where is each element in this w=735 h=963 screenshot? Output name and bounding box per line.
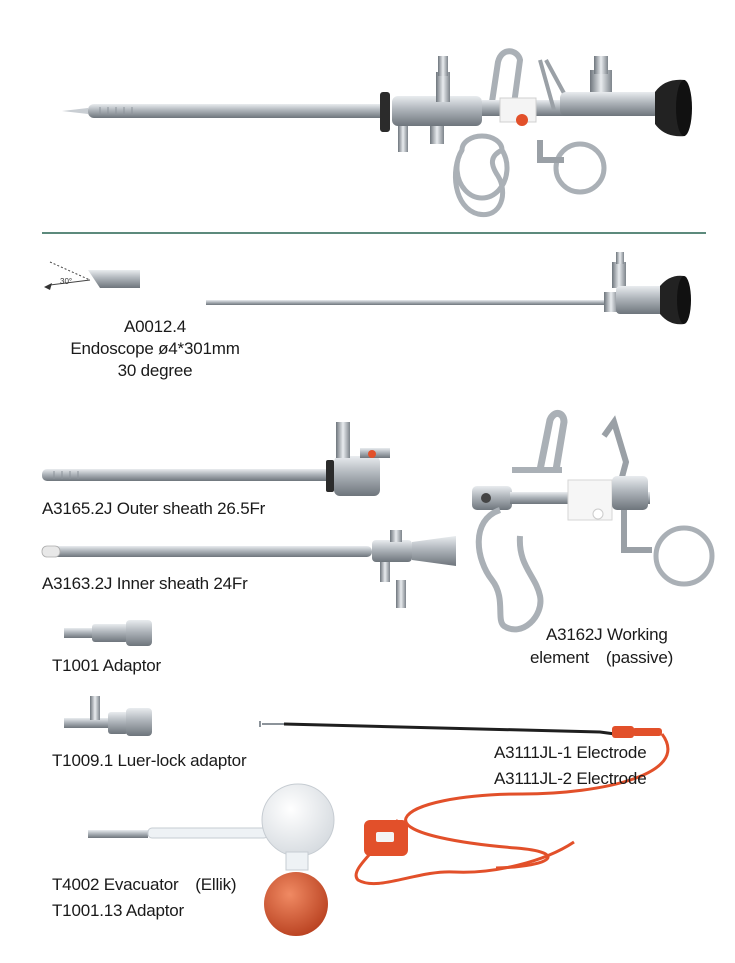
endoscope-label: A0012.4 Endoscope ø4*301mm 30 degree <box>60 316 250 382</box>
electrode-part <box>259 721 670 886</box>
working-element-label-2: element (passive) <box>530 648 674 667</box>
endoscope-telescope <box>206 252 691 325</box>
assembled-resectoscope <box>62 48 692 218</box>
inner-sheath <box>41 530 456 608</box>
section-divider <box>42 232 706 234</box>
endoscope-name: Endoscope ø4*301mm <box>70 339 240 358</box>
working-element <box>472 410 715 633</box>
outer-sheath <box>42 422 390 496</box>
evac-adaptor-label: T1001.13 Adaptor <box>52 901 184 920</box>
evacuator-part <box>88 783 335 936</box>
adaptor-label: T1001 Adaptor <box>52 656 161 675</box>
endoscope-angle: 30 degree <box>117 361 193 380</box>
outer-sheath-label: A3165.2J Outer sheath 26.5Fr <box>42 499 266 518</box>
luer-adaptor-label: T1009.1 Luer-lock adaptor <box>52 751 247 770</box>
evacuator-label: T4002 Evacuator (Ellik) <box>52 875 237 894</box>
t1009-luer-adaptor-part <box>64 696 152 736</box>
tip-angle-label: 30° <box>60 277 72 286</box>
electrode-2-label: A3111JL-2 Electrode <box>494 769 647 788</box>
electrode-1-label: A3111JL-1 Electrode <box>494 743 647 762</box>
inner-sheath-label: A3163.2J Inner sheath 24Fr <box>42 574 248 593</box>
scope-tip-detail: 30° <box>44 261 140 290</box>
working-element-label-1: A3162J Working <box>546 625 668 644</box>
endoscope-code: A0012.4 <box>124 317 186 336</box>
t1001-adaptor-part <box>64 620 152 646</box>
